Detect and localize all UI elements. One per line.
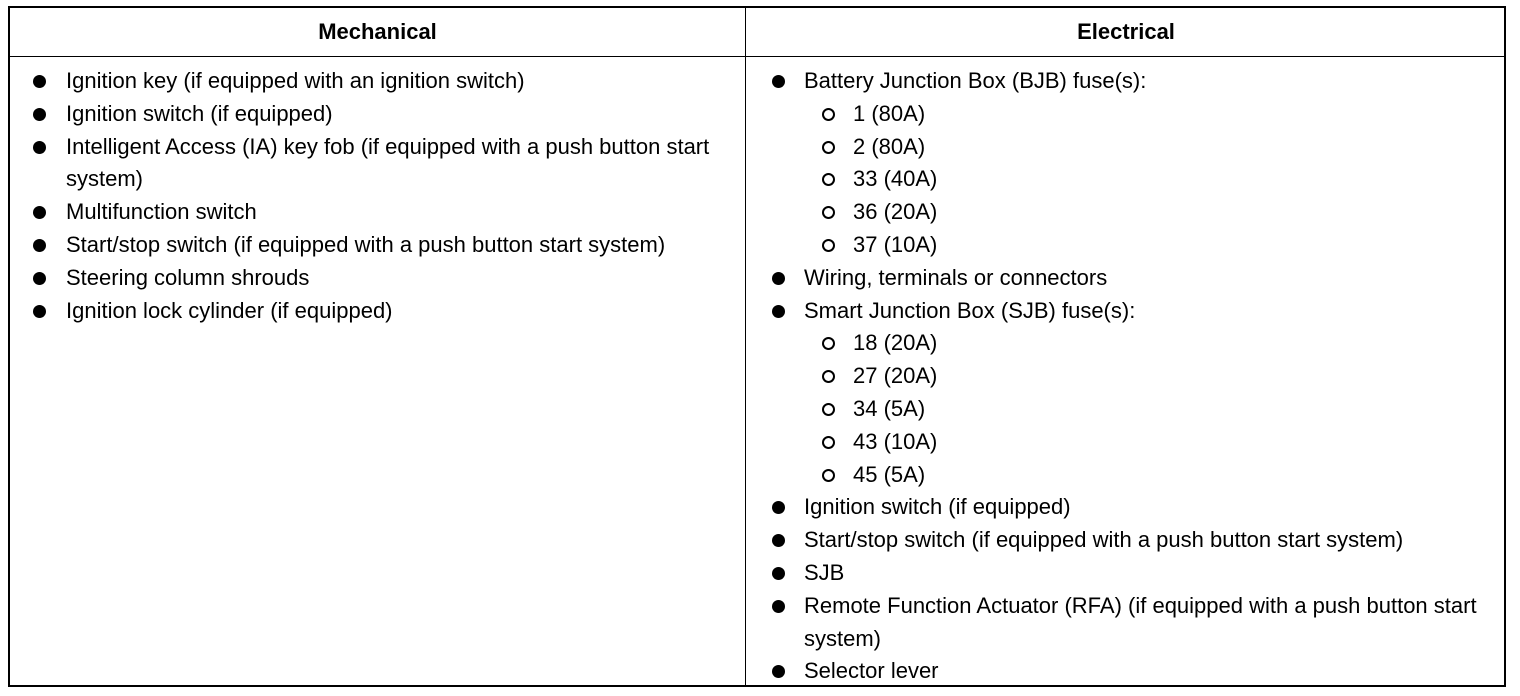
inspection-table: Mechanical Electrical Ignition key (if e… [8, 6, 1506, 687]
fuse-item: 37 (10A) [804, 229, 1504, 262]
circle-bullet-icon [822, 238, 835, 252]
bullet-icon [772, 599, 785, 613]
list-item-text: Remote Function Actuator (RFA) (if equip… [804, 592, 1477, 651]
list-item: Start/stop switch (if equipped with a pu… [746, 524, 1504, 557]
list-item: Ignition switch (if equipped) [746, 491, 1504, 524]
bullet-icon [772, 271, 785, 285]
bullet-icon [33, 75, 46, 88]
table-header-row: Mechanical Electrical [10, 8, 1504, 57]
list-item: SJB [746, 557, 1504, 590]
fuse-item: 33 (40A) [804, 163, 1504, 196]
circle-bullet-icon [822, 435, 835, 449]
list-item: Steering column shrouds [10, 262, 730, 295]
fuse-item: 34 (5A) [804, 393, 1504, 426]
list-item: Wiring, terminals or connectors [746, 262, 1504, 295]
circle-bullet-icon [822, 402, 835, 416]
list-item-text: Ignition lock cylinder (if equipped) [66, 297, 393, 323]
list-item: Selector lever [746, 655, 1504, 688]
circle-bullet-icon [822, 173, 835, 187]
list-item-text: Smart Junction Box (SJB) fuse(s): [804, 297, 1136, 323]
fuse-sublist: 1 (80A) 2 (80A) 33 (40A) 36 (20A) 37 (10A) [804, 98, 1504, 262]
fuse-item-text: 27 (20A) [853, 363, 938, 389]
electrical-header: Electrical [1077, 19, 1175, 44]
fuse-sublist: 18 (20A) 27 (20A) 34 (5A) 43 (10A) 45 (5A) [804, 327, 1504, 491]
fuse-item-text: 2 (80A) [853, 133, 926, 159]
circle-bullet-icon [822, 107, 835, 121]
circle-bullet-icon [822, 206, 835, 220]
bullet-icon [772, 75, 785, 88]
fuse-item-text: 1 (80A) [853, 100, 926, 126]
fuse-item-text: 45 (5A) [853, 461, 926, 487]
bullet-icon [772, 534, 785, 548]
bullet-icon [33, 140, 46, 154]
list-item-text: Start/stop switch (if equipped with a pu… [804, 527, 1404, 553]
list-item: Smart Junction Box (SJB) fuse(s): 18 (20A… [746, 295, 1504, 492]
mechanical-header: Mechanical [318, 19, 437, 44]
circle-bullet-icon [822, 140, 835, 154]
list-item: Remote Function Actuator (RFA) (if equip… [746, 590, 1504, 656]
list-item: Start/stop switch (if equipped with a pu… [10, 229, 730, 262]
list-item-text: Ignition switch (if equipped) [66, 100, 333, 126]
list-item: Ignition switch (if equipped) [10, 98, 730, 131]
column-divider [745, 8, 746, 685]
bullet-icon [33, 304, 46, 318]
fuse-item: 27 (20A) [804, 360, 1504, 393]
bullet-icon [33, 271, 46, 285]
fuse-item-text: 34 (5A) [853, 395, 926, 421]
bullet-icon [772, 304, 785, 318]
bullet-icon [772, 501, 785, 515]
bullet-icon [33, 206, 46, 220]
circle-bullet-icon [822, 370, 835, 384]
list-item: Multifunction switch [10, 196, 730, 229]
mechanical-list: Ignition key (if equipped with an igniti… [10, 65, 730, 327]
list-item-text: Start/stop switch (if equipped with a pu… [66, 231, 666, 257]
bullet-icon [772, 665, 785, 679]
circle-bullet-icon [822, 468, 835, 482]
list-item-text: Ignition key (if equipped with an igniti… [66, 68, 525, 93]
circle-bullet-icon [822, 337, 835, 351]
list-item-text: Selector lever [804, 658, 939, 684]
electrical-list: Battery Junction Box (BJB) fuse(s): 1 (80… [746, 65, 1504, 688]
list-item-text: Wiring, terminals or connectors [804, 264, 1108, 290]
list-item-text: Multifunction switch [66, 199, 257, 225]
fuse-item-text: 37 (10A) [853, 231, 938, 257]
bullet-icon [33, 238, 46, 252]
list-item: Intelligent Access (IA) key fob (if equi… [10, 131, 730, 197]
fuse-item: 36 (20A) [804, 196, 1504, 229]
bullet-icon [33, 107, 46, 121]
fuse-item-text: 18 (20A) [853, 330, 938, 356]
fuse-item: 1 (80A) [804, 98, 1504, 131]
list-item-text: Intelligent Access (IA) key fob (if equi… [66, 133, 710, 192]
list-item-text: SJB [804, 559, 845, 585]
list-item: Battery Junction Box (BJB) fuse(s): 1 (80… [746, 65, 1504, 262]
list-item: Ignition key (if equipped with an igniti… [10, 65, 730, 98]
bullet-icon [772, 566, 785, 580]
list-item-text: Ignition switch (if equipped) [804, 494, 1071, 520]
fuse-item-text: 33 (40A) [853, 166, 938, 192]
list-item-text: Steering column shrouds [66, 264, 310, 290]
fuse-item: 45 (5A) [804, 459, 1504, 492]
list-item-text: Battery Junction Box (BJB) fuse(s): [804, 68, 1147, 93]
fuse-item-text: 43 (10A) [853, 428, 938, 454]
fuse-item: 43 (10A) [804, 426, 1504, 459]
list-item: Ignition lock cylinder (if equipped) [10, 295, 730, 328]
fuse-item: 2 (80A) [804, 131, 1504, 164]
fuse-item: 18 (20A) [804, 327, 1504, 360]
fuse-item-text: 36 (20A) [853, 199, 938, 225]
